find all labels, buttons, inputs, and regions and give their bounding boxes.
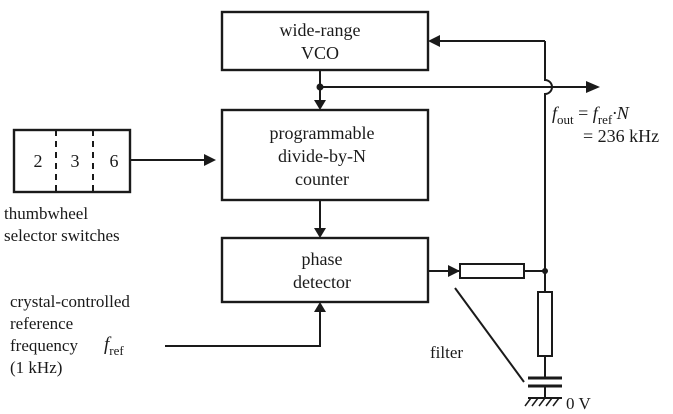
reference-line4: (1 kHz) <box>10 358 62 377</box>
detector-label-line1: phase <box>302 249 343 269</box>
output-out-sub: out <box>557 112 574 127</box>
divider-label-line1: programmable <box>270 123 375 143</box>
output-ref-f: f <box>593 103 601 123</box>
filter-shunt-resistor <box>537 291 553 357</box>
reference-symbol: fref <box>104 334 124 358</box>
arrow-into-divider <box>314 100 326 110</box>
output-n: ·N <box>612 103 630 123</box>
output-f: f <box>552 103 560 123</box>
divider-label-line2: divide-by-N <box>278 146 366 166</box>
arrow-into-detector <box>314 228 326 238</box>
reference-line2: reference <box>10 314 73 333</box>
reference-symbol-f: f <box>104 334 112 355</box>
reference-line1: crystal-controlled <box>10 292 130 311</box>
reference-line3: frequency <box>10 336 78 355</box>
output-eq: = <box>574 103 593 123</box>
ground-hatch <box>524 397 560 407</box>
filter-series-resistor <box>459 263 525 279</box>
filter-label: filter <box>430 343 463 362</box>
divider-block <box>220 108 430 202</box>
thumbwheel-caption-line2: selector switches <box>4 226 120 245</box>
thumbwheel-switch-box <box>12 128 132 194</box>
output-equation: fout = fref·N <box>552 103 630 127</box>
divider-label-line3: counter <box>295 169 349 189</box>
thumbwheel-digit-2: 3 <box>71 151 80 171</box>
arrow-reference-in <box>314 302 326 312</box>
detector-label-line2: detector <box>293 272 351 292</box>
vco-block <box>220 10 430 72</box>
wire-reference <box>165 304 321 347</box>
vco-label-line2: VCO <box>301 43 339 63</box>
vco-label-line1: wide-range <box>280 20 361 40</box>
thumbwheel-caption-line1: thumbwheel <box>4 204 88 223</box>
arrow-into-vco <box>428 35 440 47</box>
wire-control-vertical <box>544 41 553 266</box>
thumbwheel-digit-3: 6 <box>110 151 119 171</box>
filter-bracket <box>454 287 525 383</box>
output-value: = 236 kHz <box>583 126 659 146</box>
arrow-output <box>586 81 600 93</box>
arrow-thumbwheel-to-divider <box>204 154 216 166</box>
phase-detector-block <box>220 236 430 304</box>
ground-label: 0 V <box>566 394 591 413</box>
output-ref-sub: ref <box>598 112 613 127</box>
arrow-into-filter <box>448 265 460 277</box>
reference-symbol-sub: ref <box>109 343 124 358</box>
thumbwheel-digit-1: 2 <box>34 151 43 171</box>
